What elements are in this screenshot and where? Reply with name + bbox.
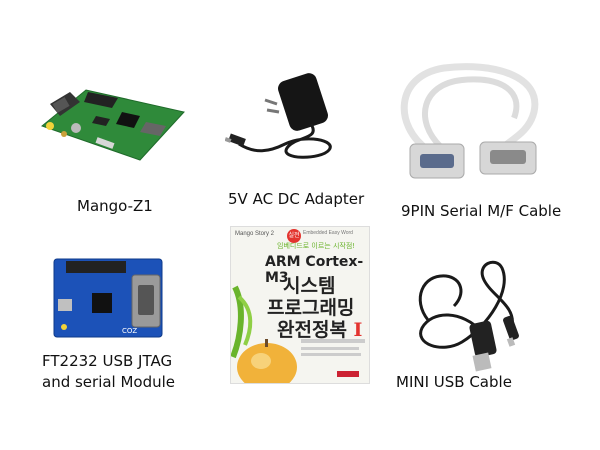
serial-cable-caption: 9PIN Serial M/F Cable	[401, 202, 562, 220]
ac-dc-adapter-caption: 5V AC DC Adapter	[228, 190, 365, 208]
mango-z1-caption: Mango-Z1	[77, 197, 153, 215]
book-tagline-small: Embedded Easy Word	[303, 230, 353, 236]
book-brand: Mango Story 2	[235, 231, 275, 237]
mango-z1-board-image	[36, 82, 186, 162]
book-title-korean-3-text: 완전정복	[277, 319, 347, 341]
book-badge: 실전	[287, 229, 301, 243]
mini-usb-cable-image	[392, 250, 534, 374]
ft2232-caption-line1: FT2232 USB JTAG	[42, 352, 173, 370]
ft2232-module-image: COZ	[52, 255, 168, 340]
ac-dc-adapter-image	[225, 70, 345, 176]
book-title-korean-1: 시스템	[283, 275, 336, 297]
book-tagline: 임베디드로 이르는 시작점!	[277, 242, 356, 250]
svg-text:COZ: COZ	[122, 327, 137, 335]
book-volume: I	[353, 319, 363, 341]
book-title-korean-3: 완전정복 I	[277, 315, 362, 342]
book-pear-illustration	[231, 285, 365, 383]
arm-cortex-book-cover: Mango Story 2 실전 Embedded Easy Word 임베디드…	[230, 226, 370, 384]
serial-cable-image	[384, 56, 550, 194]
ft2232-caption-line2: and serial Module	[42, 373, 176, 391]
book-title-korean-2: 프로그래밍	[267, 297, 355, 319]
mini-usb-cable-caption: MINI USB Cable	[396, 373, 512, 391]
book-title-english: ARM Cortex-M3	[265, 254, 364, 286]
